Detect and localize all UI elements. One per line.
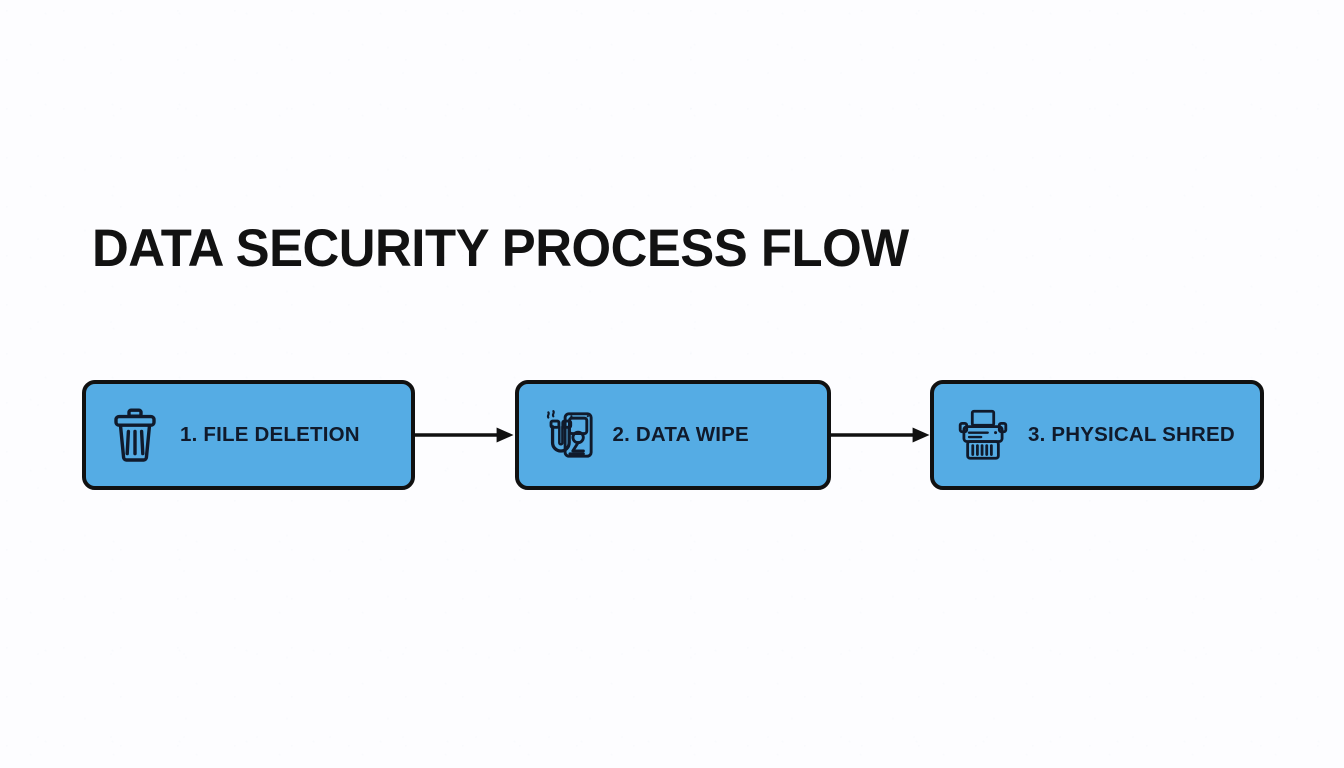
magnet-hard-drive-icon (541, 406, 595, 464)
arrow-right-icon (830, 427, 930, 443)
page-title: DATA SECURITY PROCESS FLOW (92, 219, 909, 278)
trash-can-icon (108, 406, 162, 464)
flow-step-data-wipe[interactable]: 2. DATA WIPE (514, 380, 831, 490)
flow-step-label: 2. DATA WIPE (612, 423, 749, 446)
flow-step-physical-shred[interactable]: 3. PHYSICAL SHRED (930, 380, 1264, 490)
flow-step-file-deletion[interactable]: 1. FILE DELETION (82, 380, 415, 490)
flow-step-label: 3. PHYSICAL SHRED (1028, 423, 1235, 446)
flow-connector-2 (830, 423, 931, 447)
flow-connector-1 (415, 423, 515, 447)
paper-shredder-icon (956, 406, 1010, 464)
process-flow-row: 1. FILE DELETION (82, 380, 1264, 490)
flow-step-label: 1. FILE DELETION (180, 423, 360, 446)
arrow-right-icon (415, 427, 514, 443)
